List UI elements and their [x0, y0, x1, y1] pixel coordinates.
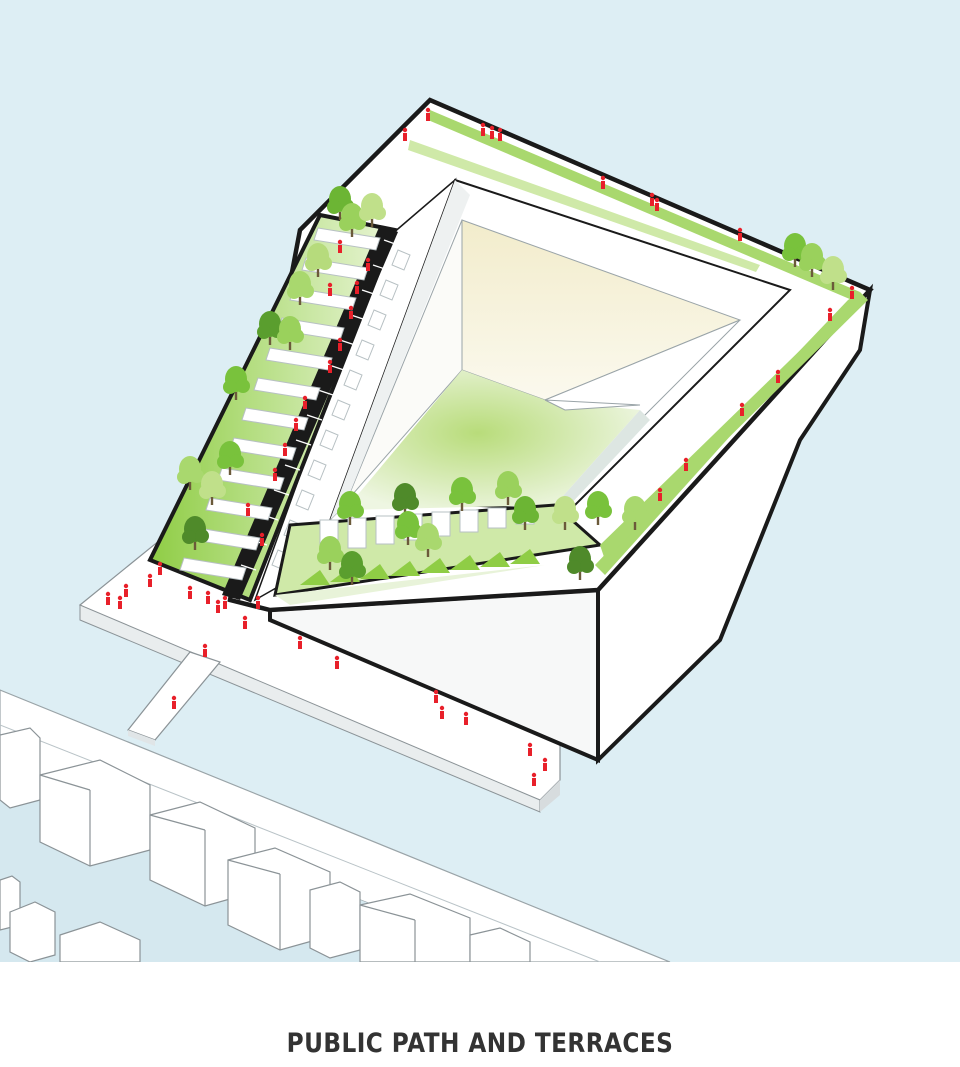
neighborhood-blocks: [0, 727, 531, 962]
axonometric-diagram: [0, 0, 960, 962]
figure-caption: PUBLIC PATH AND TERRACES: [286, 1028, 674, 1059]
caption-area: PUBLIC PATH AND TERRACES: [0, 962, 960, 1067]
